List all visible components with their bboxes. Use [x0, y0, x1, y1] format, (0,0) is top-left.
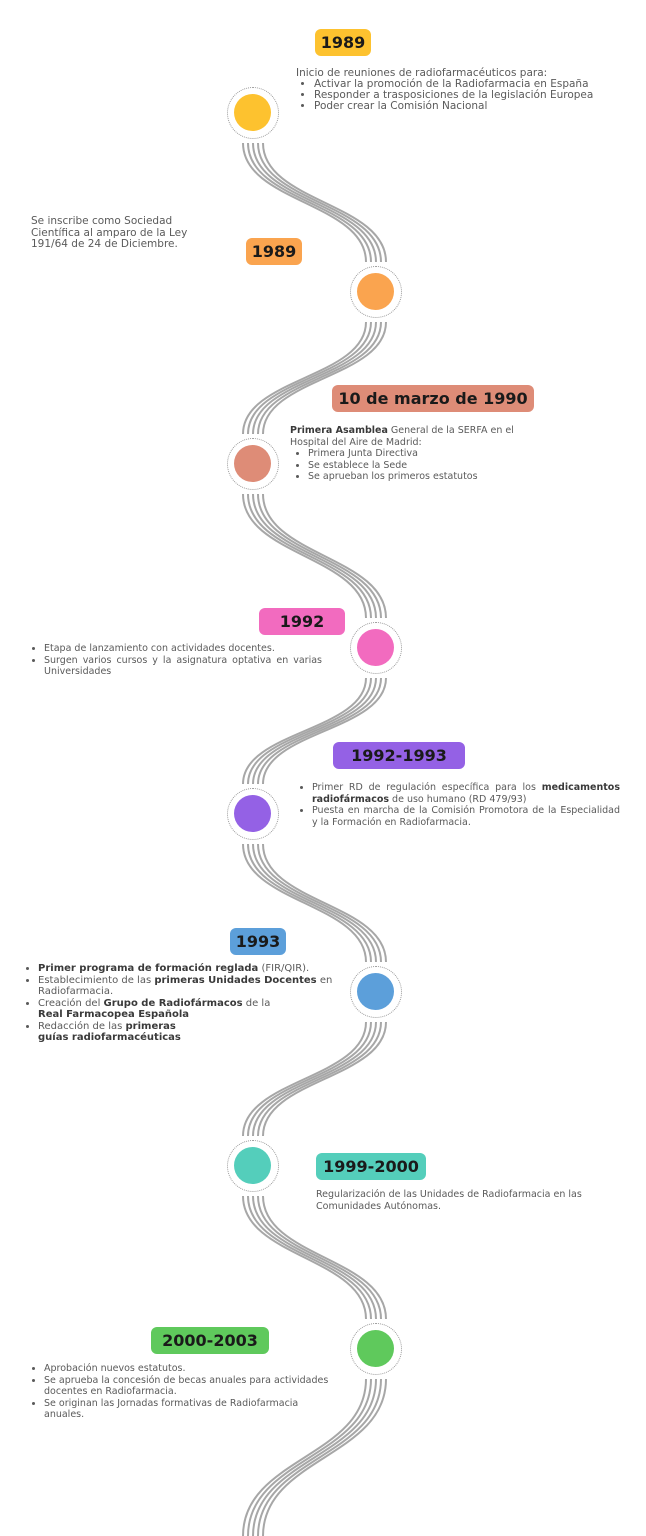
event-description: Primer RD de regulación específica para …	[298, 782, 620, 828]
year-badge: 1989	[315, 29, 371, 56]
year-badge: 1992-1993	[333, 742, 465, 769]
node-dot	[357, 273, 394, 310]
road-strand	[262, 142, 387, 1536]
road-strand	[257, 142, 382, 1536]
year-badge: 10 de marzo de 1990	[332, 385, 534, 412]
list-item: Establecimiento de las primeras Unidades…	[38, 975, 344, 998]
event-description: Aprobación nuevos estatutos. Se aprueba …	[30, 1363, 330, 1421]
year-badge: 1992	[259, 608, 345, 635]
timeline-node-1990	[227, 438, 279, 490]
event-intro: Primera Asamblea General de la SERFA en …	[290, 425, 540, 448]
text: General de la SERFA en el Hospital del A…	[290, 425, 514, 448]
text: (FIR/QIR).	[258, 963, 310, 974]
node-dot	[357, 629, 394, 666]
event-list: Aprobación nuevos estatutos. Se aprueba …	[30, 1363, 330, 1421]
year-badge: 1999-2000	[316, 1153, 426, 1180]
list-item: Responder a trasposiciones de la legisla…	[314, 90, 616, 101]
node-dot	[357, 973, 394, 1010]
event-list: Primer RD de regulación específica para …	[298, 782, 620, 828]
bold-text: Real Farmacopea Española	[38, 1009, 190, 1020]
event-list: Primer programa de formación reglada (FI…	[24, 963, 344, 1044]
list-item: Etapa de lanzamiento con actividades doc…	[44, 643, 322, 655]
event-description: Primera Asamblea General de la SERFA en …	[290, 425, 540, 483]
list-item: Creación del Grupo de Radiofármacos de l…	[38, 998, 300, 1021]
timeline-node-1999-2000	[227, 1140, 279, 1192]
bold-text: medicamentos radiofármacos	[312, 782, 620, 805]
node-dot	[234, 1147, 271, 1184]
node-dot	[234, 445, 271, 482]
text: Redacción de las	[38, 1020, 126, 1032]
list-item: Activar la promoción de la Radiofarmacia…	[314, 79, 616, 90]
list-item: Se establece la Sede	[308, 460, 540, 472]
text: Creación del	[38, 997, 104, 1009]
list-item: Se originan las Jornadas formativas de R…	[44, 1398, 330, 1421]
list-item: Puesta en marcha de la Comisión Promotor…	[312, 805, 620, 828]
road-strand	[252, 142, 377, 1536]
text: de la	[242, 997, 271, 1009]
event-description: Regularización de las Unidades de Radiof…	[316, 1189, 582, 1212]
timeline-node-1989-b	[350, 266, 402, 318]
bold-text: Grupo de Radiofármacos	[103, 997, 243, 1009]
list-item: Primer RD de regulación específica para …	[312, 782, 620, 805]
list-item: Primer programa de formación reglada (FI…	[38, 963, 344, 975]
year-badge: 2000-2003	[151, 1327, 269, 1354]
node-dot	[234, 94, 271, 131]
list-item: Poder crear la Comisión Nacional	[314, 101, 616, 112]
event-description: Etapa de lanzamiento con actividades doc…	[30, 643, 322, 678]
list-item: Se aprueban los primeros estatutos	[308, 471, 540, 483]
node-dot	[234, 795, 271, 832]
event-description: Inicio de reuniones de radiofarmacéutico…	[296, 68, 616, 112]
road-strand	[242, 142, 367, 1536]
timeline-node-1993	[350, 966, 402, 1018]
year-badge: 1993	[230, 928, 286, 955]
timeline-node-2000-2003	[350, 1323, 402, 1375]
text: Establecimiento de las	[38, 974, 155, 986]
bold-text: primeras Unidades Docentes	[154, 974, 317, 986]
node-dot	[357, 1330, 394, 1367]
event-list: Activar la promoción de la Radiofarmacia…	[296, 79, 616, 112]
road-strand	[247, 142, 372, 1536]
list-item: Primera Junta Directiva	[308, 448, 540, 460]
event-list: Etapa de lanzamiento con actividades doc…	[30, 643, 322, 678]
timeline-node-1989-a	[227, 87, 279, 139]
event-description: Se inscribe como Sociedad Científica al …	[31, 215, 188, 250]
list-item: Redacción de las primeras guías radiofar…	[38, 1021, 198, 1044]
text: de uso humano (RD 479/93)	[389, 793, 527, 805]
event-intro: Inicio de reuniones de radiofarmacéutico…	[296, 67, 548, 79]
text: en Radiofarmacia.	[38, 974, 333, 998]
bold-text: Primer programa de formación reglada	[38, 963, 259, 974]
timeline-node-1992	[350, 622, 402, 674]
text: Primer RD de regulación específica para …	[312, 782, 542, 793]
list-item: Surgen varios cursos y la asignatura opt…	[44, 655, 322, 678]
timeline-node-1992-1993	[227, 788, 279, 840]
bold-text: Primera Asamblea	[290, 425, 388, 436]
year-badge: 1989	[246, 238, 302, 265]
bold-text: primeras guías radiofarmacéuticas	[38, 1020, 181, 1044]
event-list: Primera Junta Directiva Se establece la …	[290, 448, 540, 483]
list-item: Aprobación nuevos estatutos.	[44, 1363, 330, 1375]
event-description: Primer programa de formación reglada (FI…	[24, 963, 344, 1044]
list-item: Se aprueba la concesión de becas anuales…	[44, 1375, 330, 1398]
